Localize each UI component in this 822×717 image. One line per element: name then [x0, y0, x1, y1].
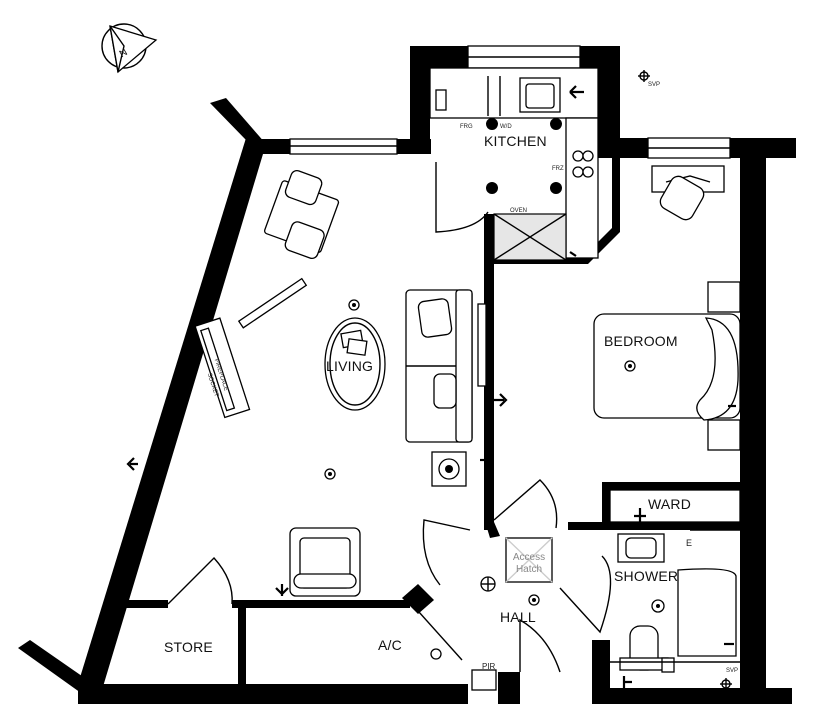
pir-box: [471, 669, 497, 691]
walls: [18, 46, 796, 704]
bedside-table: [707, 281, 741, 313]
socket-arrows: [126, 85, 736, 688]
windows: [289, 45, 731, 159]
shower-tray: [677, 568, 737, 657]
kitchen-socket: [435, 89, 447, 111]
room-label-ac: A/C: [378, 637, 402, 653]
wall-south-1: [78, 684, 468, 704]
pir-label: PIR: [482, 662, 496, 671]
wall-north-living: [246, 139, 290, 154]
wall-store-ac: [238, 600, 246, 690]
room-label-store: STORE: [164, 639, 213, 655]
access-hatch-label-1: Access: [512, 552, 546, 563]
wardrobe: [609, 489, 741, 523]
access-hatch-label-2: Hatch: [515, 564, 543, 575]
kitchen-counter-east: [565, 117, 599, 259]
ac-light: [430, 648, 442, 660]
side-chair: [284, 221, 325, 259]
door-store: [167, 556, 233, 605]
frg-label: FRG: [460, 124, 473, 130]
door-kitchen: [435, 162, 489, 233]
room-label-bedroom: BEDROOM: [604, 333, 678, 349]
svp-marker-icon: [638, 70, 732, 690]
wall-south-3: [592, 688, 792, 704]
room-label-hall: HALL: [500, 609, 536, 625]
hob-ring: [572, 150, 584, 162]
bedside-table: [707, 419, 741, 451]
wall-south-2: [498, 672, 520, 704]
room-label-ward: WARD: [648, 496, 692, 512]
oven-label: OVEN: [510, 208, 528, 214]
wall-kitchen-north-1: [410, 46, 468, 68]
wall-kitchen-west: [410, 46, 430, 154]
cushion: [417, 298, 453, 338]
compass-icon: [101, 23, 158, 74]
desk-chair: [284, 169, 323, 206]
door-hall: [422, 519, 471, 586]
cushion: [433, 373, 457, 409]
light-point: [486, 118, 498, 130]
hall-fixtures: [430, 537, 553, 691]
svp-label: SVP: [726, 668, 739, 674]
wall-ward-west: [602, 482, 610, 522]
wall-corner: [484, 518, 500, 538]
wall-store-north: [126, 600, 168, 608]
door-entrance: [519, 618, 561, 673]
wall-nw-corner: [210, 98, 266, 144]
bed: [593, 313, 741, 419]
room-label-living: LIVING: [326, 358, 374, 374]
wd-label: W/D: [500, 124, 512, 130]
svp-label: SVP: [648, 82, 661, 88]
wall-west: [78, 138, 266, 690]
wall-living-bedroom: [484, 214, 494, 530]
bedroom-chair: [659, 175, 705, 221]
bed-cover: [696, 317, 739, 421]
frz-label: FRZ: [552, 166, 564, 172]
wall-bedroom-north-1: [598, 138, 648, 158]
tv: [237, 277, 308, 329]
wall-ac-corner: [402, 584, 434, 614]
kitchen-fixtures: [429, 67, 599, 261]
wall-sw-stub: [18, 640, 102, 698]
doors: [167, 162, 612, 673]
wall-ac-north: [232, 600, 410, 608]
room-label-kitchen: KITCHEN: [484, 133, 547, 149]
wall-shower-sw: [592, 640, 610, 704]
wall-ward-north: [602, 482, 742, 490]
door-shower: [559, 555, 612, 634]
sideboard: [477, 303, 487, 387]
bathroom-fixtures: [609, 489, 741, 673]
room-label-shower: SHOWER: [614, 568, 679, 584]
door-living: [493, 479, 558, 529]
bedroom-furniture: [593, 165, 741, 451]
living-furniture: [194, 169, 487, 597]
wall-east: [740, 138, 766, 704]
e-label: E: [686, 538, 693, 548]
coffee-table: [324, 317, 386, 411]
wall-ward-south: [568, 522, 742, 530]
door-ac-line: [409, 601, 463, 661]
